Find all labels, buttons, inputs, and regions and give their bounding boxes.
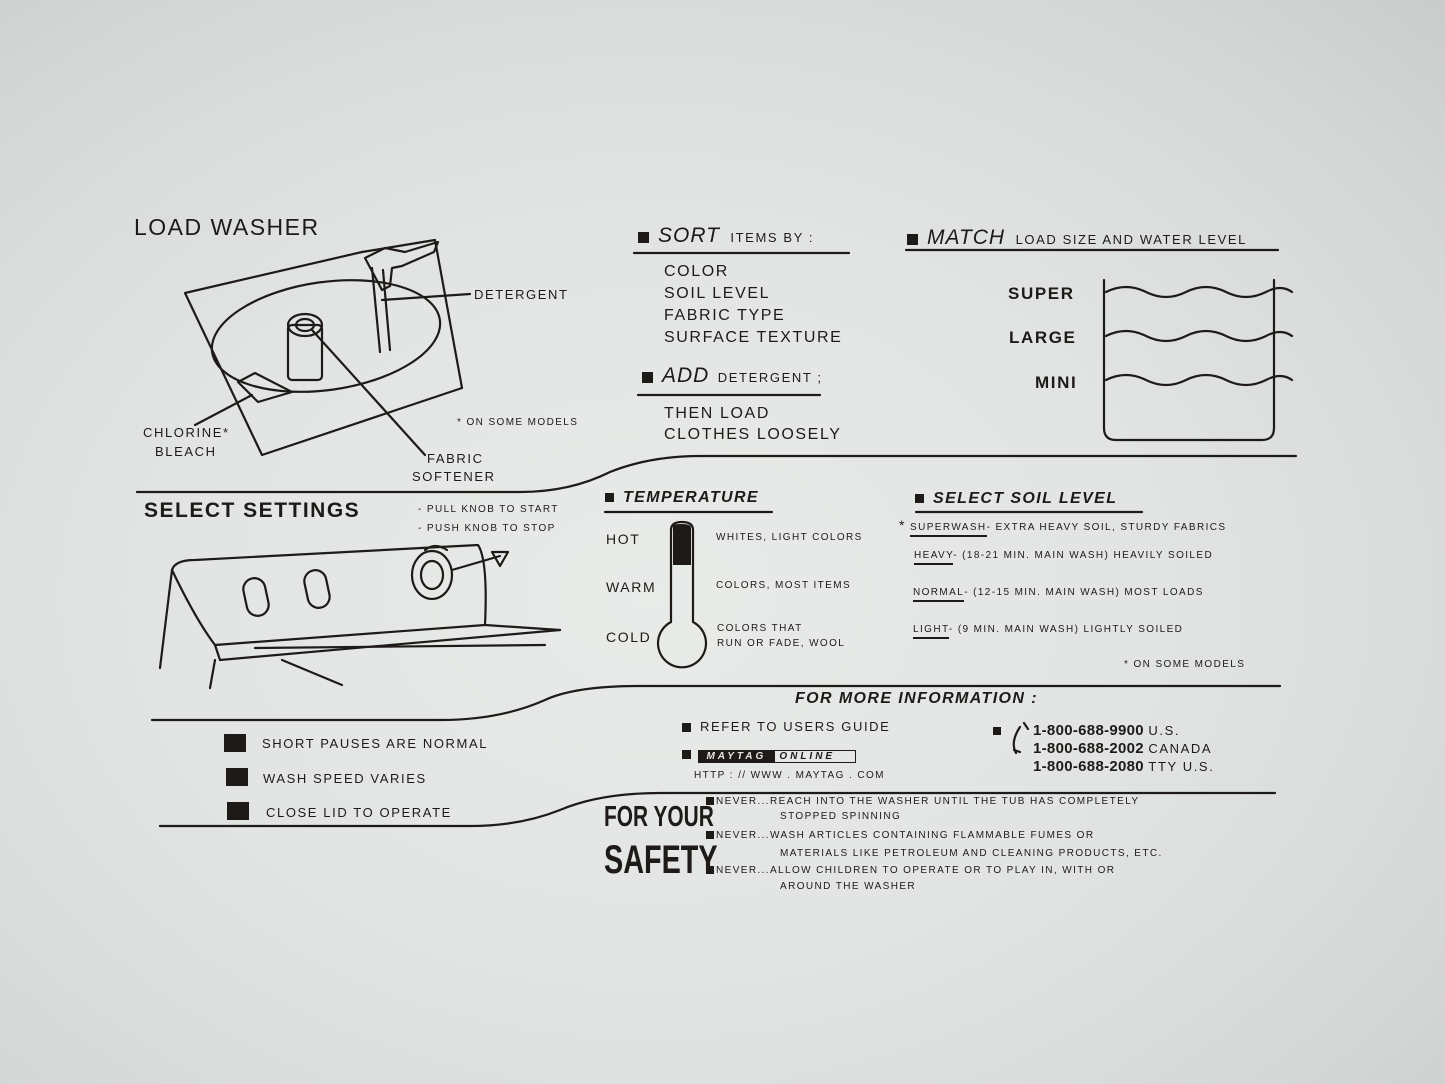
soil-row: * SUPERWASH- EXTRA HEAVY SOIL, STURDY FA…	[899, 517, 1226, 537]
label-chlorine: CHLORINE*	[143, 425, 230, 440]
water-level-label: MINI	[1035, 373, 1078, 392]
add-line: THEN LOAD	[664, 405, 770, 422]
soil-row: LIGHT- (9 MIN. MAIN WASH) LIGHTLY SOILED	[913, 624, 1183, 639]
temp-label: COLD	[606, 629, 652, 645]
temp-label: WARM	[606, 579, 657, 595]
temperature-heading: TEMPERATURE	[605, 489, 759, 507]
temp-label: HOT	[606, 531, 641, 547]
bullet-square	[227, 802, 249, 820]
operation-note: SHORT PAUSES ARE NORMAL	[262, 736, 489, 751]
safety-warning: NEVER...ALLOW CHILDREN TO OPERATE OR TO …	[706, 865, 1115, 876]
operation-note: CLOSE LID TO OPERATE	[266, 805, 452, 820]
safety-warning-cont: AROUND THE WASHER	[780, 881, 917, 892]
match-heading: MATCH LOAD SIZE AND WATER LEVEL	[907, 226, 1247, 250]
soil-row: HEAVY- (18-21 MIN. MAIN WASH) HEAVILY SO…	[914, 550, 1213, 565]
load-washer-title: LOAD WASHER	[134, 214, 320, 240]
control-panel-illustration	[158, 543, 562, 690]
water-level-label: SUPER	[1008, 284, 1075, 303]
bullet-square	[224, 734, 246, 752]
temp-desc: COLORS, MOST ITEMS	[716, 580, 852, 591]
label-bleach: BLEACH	[155, 444, 217, 459]
sort-item: COLOR	[664, 263, 729, 280]
divider-top	[135, 454, 1298, 494]
soil-note: * ON SOME MODELS	[1124, 659, 1246, 670]
add-line: CLOTHES LOOSELY	[664, 426, 842, 443]
users-guide-note: REFER TO USERS GUIDE	[682, 719, 890, 734]
temp-desc: RUN OR FADE, WOOL	[717, 638, 846, 649]
phone-line: 1-800-688-2002 CANADA	[1033, 740, 1213, 757]
bullet-square	[226, 768, 248, 786]
phone-line: 1-800-688-9900 U.S.	[1033, 722, 1181, 739]
safety-warning: NEVER...WASH ARTICLES CONTAINING FLAMMAB…	[706, 830, 1095, 841]
temp-desc: COLORS THAT	[717, 623, 803, 634]
push-knob-note: - PUSH KNOB TO STOP	[418, 523, 556, 534]
load-note: * ON SOME MODELS	[457, 417, 579, 428]
operation-note: WASH SPEED VARIES	[263, 771, 427, 786]
soil-row: NORMAL- (12-15 MIN. MAIN WASH) MOST LOAD…	[913, 587, 1204, 602]
label-fabric: FABRIC	[427, 451, 484, 466]
info-title: FOR MORE INFORMATION :	[795, 690, 1038, 707]
divider-middle	[150, 684, 1282, 722]
washer-top-illustration	[183, 238, 472, 457]
thermometer-illustration	[656, 520, 708, 669]
soil-heading: SELECT SOIL LEVEL	[915, 490, 1117, 508]
sort-item: SURFACE TEXTURE	[664, 329, 843, 346]
safety-warning: NEVER...REACH INTO THE WASHER UNTIL THE …	[706, 796, 1140, 807]
sort-heading: SORT ITEMS BY :	[638, 224, 814, 248]
safety-warning-cont: STOPPED SPINNING	[780, 811, 902, 822]
select-settings-title: SELECT SETTINGS	[144, 499, 361, 522]
sort-item: FABRIC TYPE	[664, 307, 786, 324]
phone-square	[993, 722, 1010, 740]
water-level-label: LARGE	[1009, 328, 1077, 347]
label-softener: SOFTENER	[412, 469, 496, 484]
maytag-url: HTTP : // WWW . MAYTAG . COM	[694, 770, 885, 781]
add-heading: ADD DETERGENT ;	[642, 364, 823, 388]
temp-desc: WHITES, LIGHT COLORS	[716, 532, 863, 543]
pull-knob-note: - PULL KNOB TO START	[418, 504, 559, 515]
divider-bottom	[158, 791, 1277, 828]
safety-title-line1: FOR YOUR	[604, 801, 714, 833]
safety-warning-cont: MATERIALS LIKE PETROLEUM AND CLEANING PR…	[780, 848, 1163, 859]
sort-item: SOIL LEVEL	[664, 285, 771, 302]
safety-title-line2: SAFETY	[604, 838, 718, 882]
label-detergent: DETERGENT	[474, 287, 569, 302]
water-level-container	[1102, 278, 1294, 442]
phone-line: 1-800-688-2080 TTY U.S.	[1033, 758, 1215, 775]
